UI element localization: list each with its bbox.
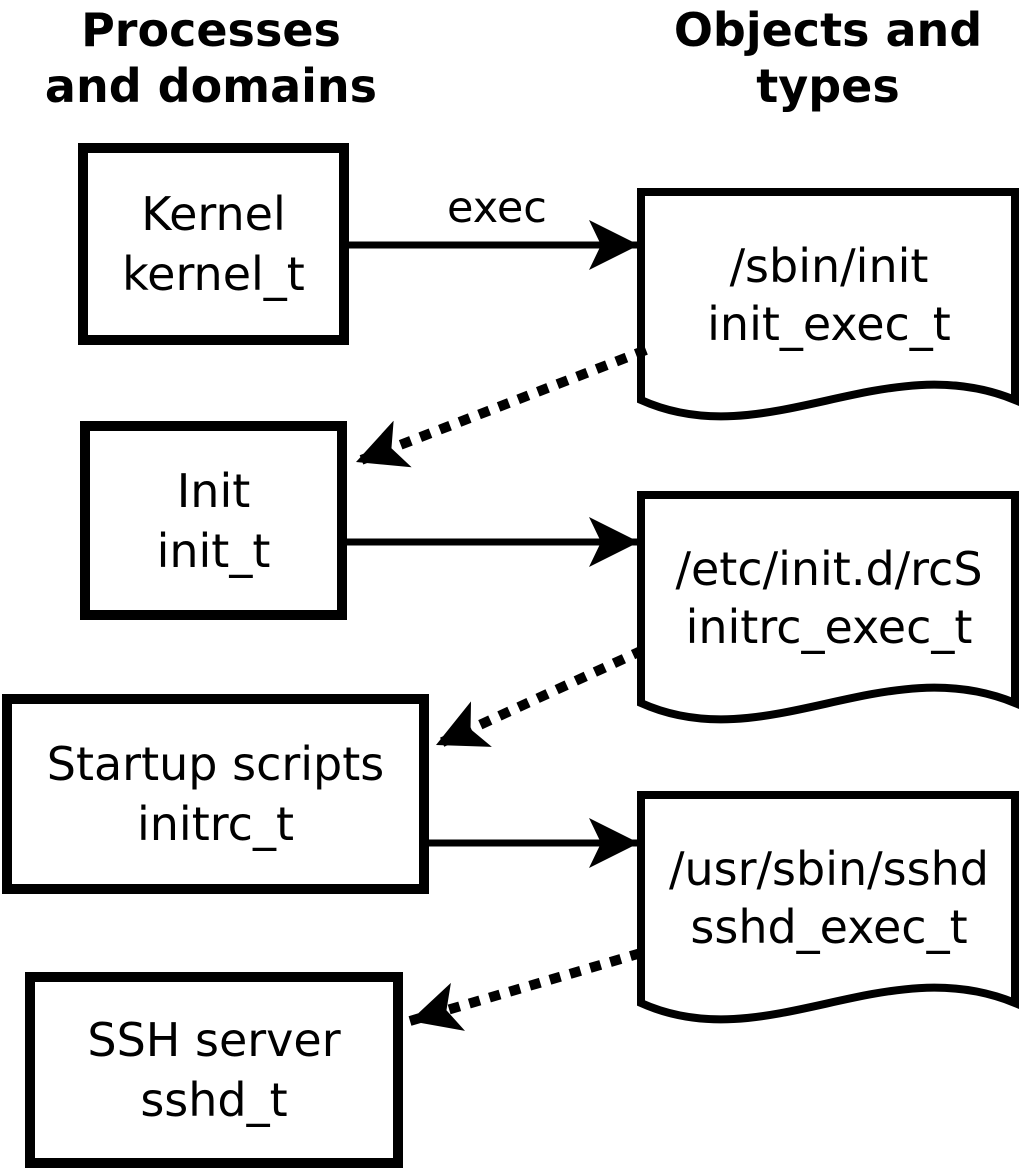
process-name: Startup scripts xyxy=(46,737,385,791)
process-domain: kernel_t xyxy=(122,247,305,301)
left-column-header-line1: Processes xyxy=(81,3,341,57)
right-column-header-line1: Objects and xyxy=(673,3,983,57)
process-name: SSH server xyxy=(87,1013,341,1067)
left-column-header-line2: and domains xyxy=(44,59,378,113)
process-box-init: Init init_t xyxy=(80,421,347,620)
process-name: Kernel xyxy=(141,187,286,241)
dotted-arrow-sbin-init-to-init xyxy=(354,345,648,468)
dotted-arrow-sshd-to-sshserver xyxy=(408,948,643,1031)
process-domain: init_t xyxy=(156,523,271,578)
exec-edge-label: exec xyxy=(447,183,547,233)
document-shape-usr-sbin-sshd xyxy=(637,791,1019,1024)
process-domain: initrc_t xyxy=(137,797,294,851)
process-box-startup-scripts: Startup scripts initrc_t xyxy=(2,694,429,894)
left-column-header: Processes and domains xyxy=(0,2,441,114)
document-shape-sbin-init xyxy=(637,188,1019,421)
right-column-header-line2: types xyxy=(756,59,900,113)
dotted-arrow-rcs-to-startup xyxy=(433,645,646,750)
document-shape-etc-initd-rcs xyxy=(637,491,1019,724)
process-domain: sshd_t xyxy=(140,1073,288,1127)
process-box-ssh-server: SSH server sshd_t xyxy=(25,972,403,1168)
process-box-kernel: Kernel kernel_t xyxy=(78,143,349,345)
right-column-header: Objects and types xyxy=(598,2,1024,114)
process-name: Init xyxy=(176,463,251,518)
